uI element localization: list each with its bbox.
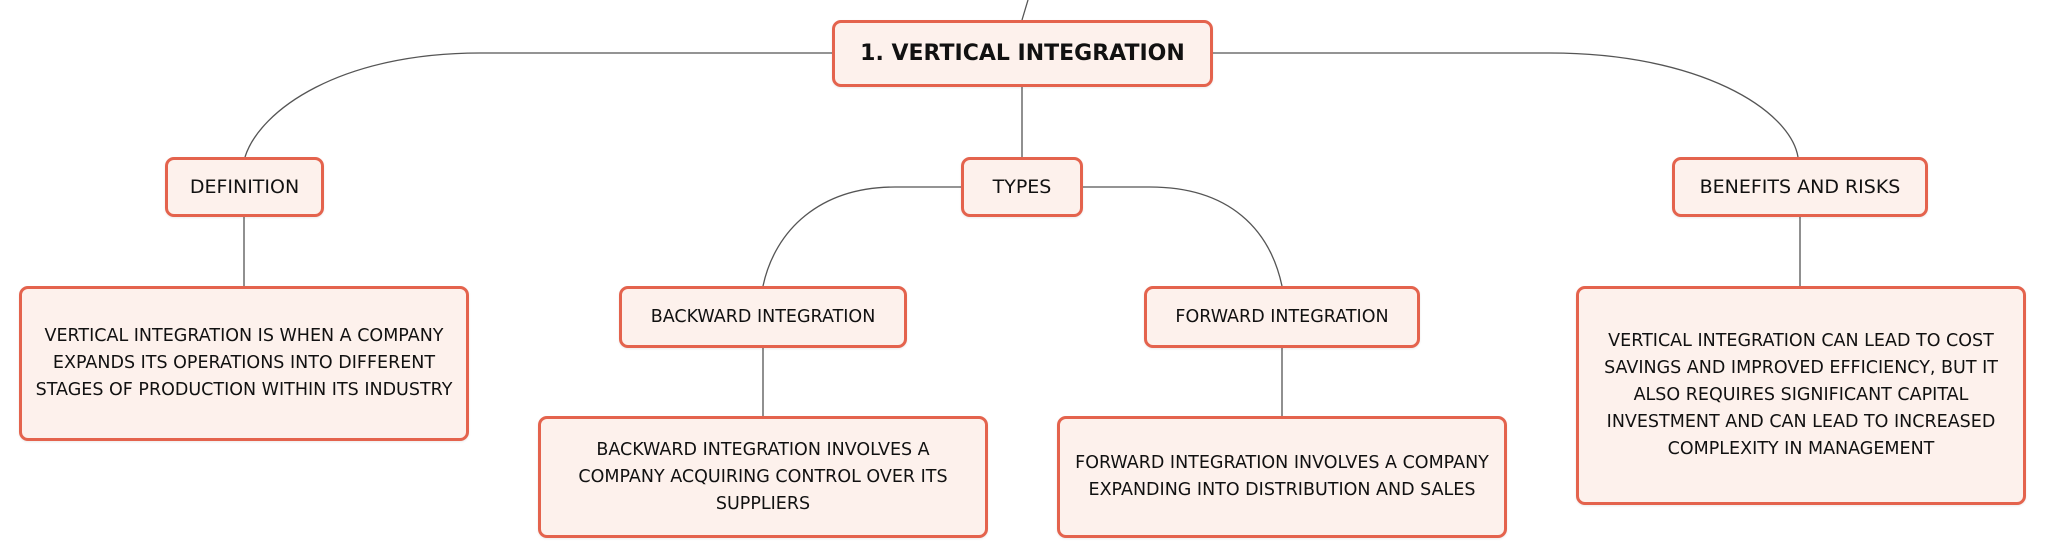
types-node[interactable]: TYPES — [961, 157, 1083, 217]
backward-integration-detail-text: BACKWARD INTEGRATION INVOLVES A COMPANY … — [578, 439, 948, 514]
benefits-risks-detail-node[interactable]: VERTICAL INTEGRATION CAN LEAD TO COST SA… — [1576, 286, 2026, 505]
connector-types-backward — [762, 186, 961, 287]
root-node[interactable]: 1. VERTICAL INTEGRATION — [832, 20, 1213, 87]
backward-integration-node-label: BACKWARD INTEGRATION — [650, 307, 876, 327]
forward-integration-detail-text: FORWARD INTEGRATION INVOLVES A COMPANY E… — [1075, 453, 1489, 500]
definition-detail-text: VERTICAL INTEGRATION IS WHEN A COMPANY E… — [35, 326, 453, 400]
connector-root-definition — [244, 52, 832, 158]
definition-detail-node[interactable]: VERTICAL INTEGRATION IS WHEN A COMPANY E… — [19, 286, 469, 441]
benefits-risks-detail-text: VERTICAL INTEGRATION CAN LEAD TO COST SA… — [1604, 331, 1998, 459]
connector-parent-root — [1021, 0, 1029, 21]
definition-node[interactable]: DEFINITION — [165, 157, 324, 217]
backward-integration-node[interactable]: BACKWARD INTEGRATION — [619, 286, 907, 348]
connector-types-forward — [1083, 186, 1283, 287]
forward-integration-node-label: FORWARD INTEGRATION — [1175, 307, 1389, 327]
definition-node-label: DEFINITION — [189, 176, 300, 198]
backward-integration-detail-node[interactable]: BACKWARD INTEGRATION INVOLVES A COMPANY … — [538, 416, 988, 538]
benefits-risks-node-label: BENEFITS AND RISKS — [1699, 176, 1901, 198]
benefits-risks-node[interactable]: BENEFITS AND RISKS — [1672, 157, 1928, 217]
forward-integration-detail-node[interactable]: FORWARD INTEGRATION INVOLVES A COMPANY E… — [1057, 416, 1507, 538]
root-node-label: 1. VERTICAL INTEGRATION — [860, 41, 1185, 66]
forward-integration-node[interactable]: FORWARD INTEGRATION — [1144, 286, 1420, 348]
connector-root-benefits — [1213, 52, 1799, 158]
types-node-label: TYPES — [992, 176, 1052, 198]
